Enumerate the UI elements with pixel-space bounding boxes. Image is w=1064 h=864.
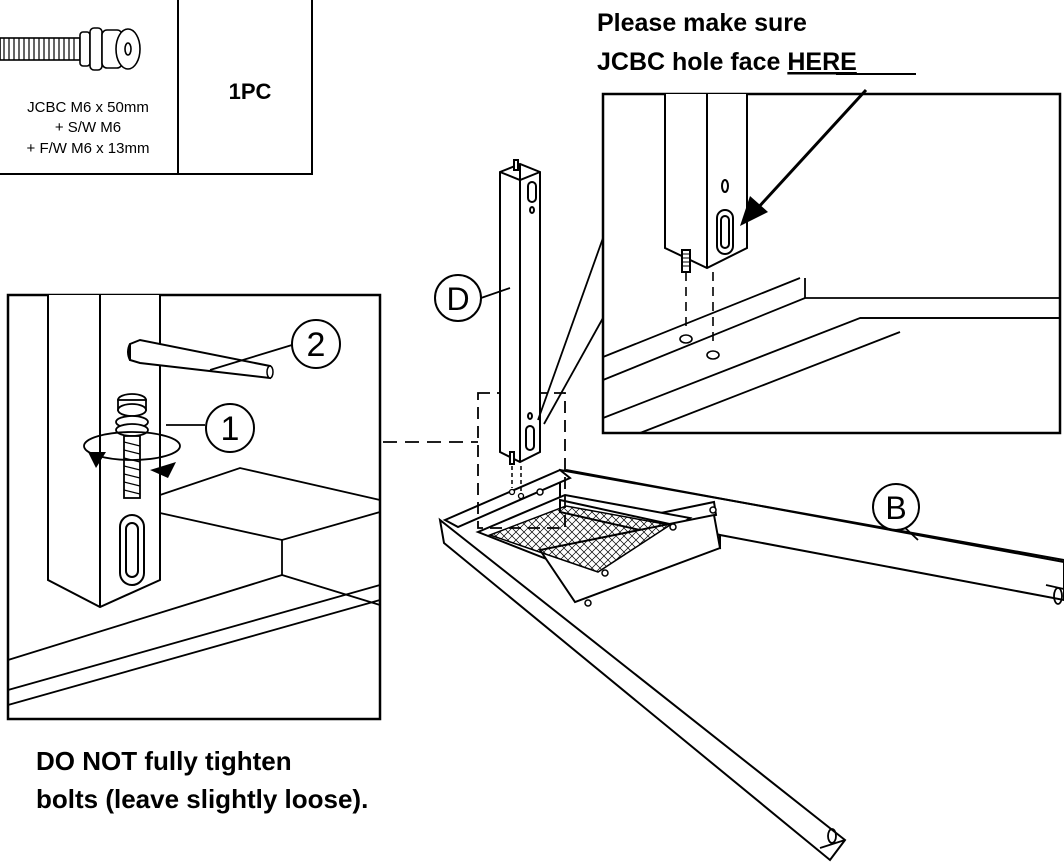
step-one-callout: 1 bbox=[205, 403, 255, 453]
part-b-callout: B bbox=[872, 483, 920, 541]
bolt-icon bbox=[0, 27, 141, 71]
part-quantity: 1PC bbox=[229, 79, 272, 104]
warning-note-line2: bolts (leave slightly loose). bbox=[36, 784, 368, 814]
step-one-label: 1 bbox=[221, 410, 240, 448]
post-d bbox=[499, 159, 541, 465]
part-name-line3: + F/W M6 x 13mm bbox=[27, 140, 150, 157]
part-b-label: B bbox=[885, 490, 906, 526]
callout-note-line2: JCBC hole face HERE bbox=[597, 48, 857, 76]
parts-table: JCBC M6 x 50mm + S/W M6 + F/W M6 x 13mm … bbox=[0, 0, 313, 175]
callout-note-line2-prefix: JCBC hole face bbox=[597, 48, 787, 76]
arrow-icon bbox=[740, 196, 768, 226]
part-name-line1: JCBC M6 x 50mm bbox=[27, 99, 149, 116]
part-d-callout: D bbox=[434, 274, 511, 322]
step-two-label: 2 bbox=[307, 326, 326, 364]
part-d-label: D bbox=[446, 281, 469, 317]
callout-note-line1: Please make sure bbox=[597, 9, 807, 37]
warning-note-line1: DO NOT fully tighten bbox=[36, 746, 292, 776]
rotation-arrow-icon bbox=[88, 452, 106, 468]
callout-note-emphasis: HERE bbox=[787, 48, 856, 76]
part-name-line2: + S/W M6 bbox=[55, 119, 121, 136]
detail-box-hole-orientation bbox=[601, 88, 1062, 435]
warning-note: DO NOT fully tighten bolts (leave slight… bbox=[36, 746, 368, 814]
callout-note: Please make sure JCBC hole face HERE bbox=[597, 9, 916, 76]
step-two-callout: 2 bbox=[291, 319, 341, 369]
